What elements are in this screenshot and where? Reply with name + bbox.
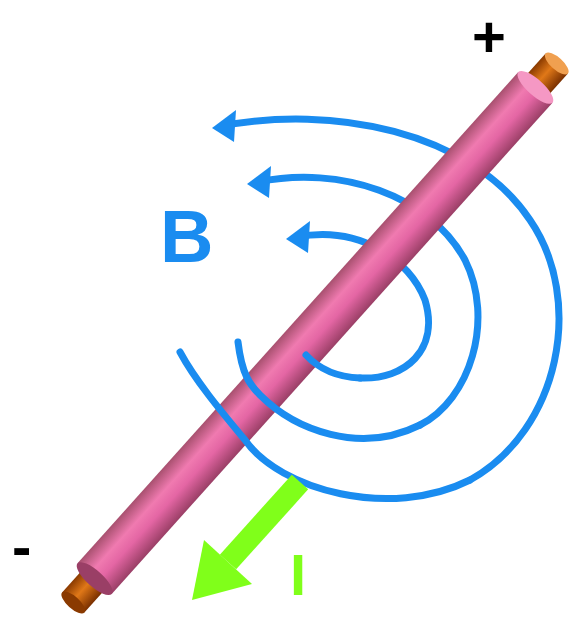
arrowhead bbox=[247, 166, 271, 198]
current-arrow bbox=[192, 482, 300, 600]
polarity-sign: - bbox=[12, 518, 31, 576]
wire bbox=[52, 44, 578, 623]
copper-end-cap bbox=[58, 588, 88, 617]
arrowhead bbox=[212, 110, 236, 142]
insulation-end bbox=[513, 66, 558, 109]
current-label: I bbox=[290, 546, 306, 604]
current-arrow-shaft bbox=[228, 482, 300, 562]
field-line bbox=[306, 355, 360, 378]
field-line bbox=[222, 119, 559, 480]
field-arrowheads bbox=[212, 110, 310, 253]
field-label: B bbox=[160, 200, 213, 274]
arrowhead bbox=[286, 221, 310, 253]
copper-end-cap bbox=[542, 49, 572, 78]
field-line bbox=[238, 342, 420, 438]
field-line bbox=[180, 352, 470, 499]
insulation-end bbox=[72, 557, 117, 600]
field-lines-back bbox=[222, 119, 559, 480]
polarity-sign: + bbox=[472, 8, 506, 66]
insulation bbox=[77, 72, 552, 594]
current-arrow-head bbox=[192, 540, 252, 600]
field-lines-front bbox=[180, 342, 470, 499]
